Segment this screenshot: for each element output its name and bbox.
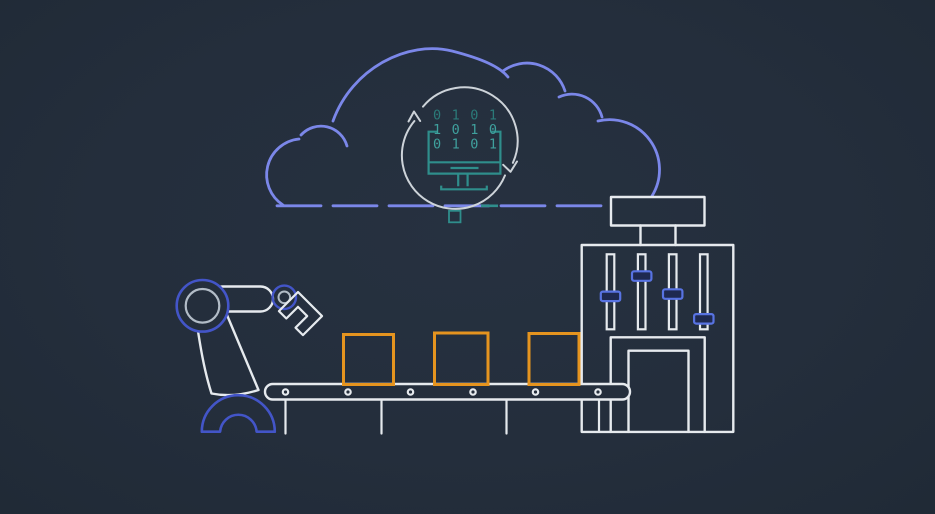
conveyor-roller <box>406 388 415 396</box>
cloud-bump-far-right <box>596 118 661 198</box>
binary-row-3: 0101 <box>433 136 508 152</box>
cloud-bump-left-mid <box>299 124 349 148</box>
data-node-square-icon <box>448 209 462 224</box>
binary-row-2: 1010 <box>433 122 508 138</box>
conveyor <box>263 382 632 435</box>
conveyor-roller <box>281 388 290 396</box>
monitor-stand <box>457 173 469 187</box>
robot-wrist-joint-inner <box>277 290 292 305</box>
robot-lower-arm <box>194 313 260 397</box>
monitor-base <box>440 185 488 191</box>
conveyor-roller <box>344 388 352 396</box>
binary-row-1: 0101 <box>433 107 508 123</box>
slider-handle-3 <box>661 288 684 300</box>
robot-shoulder-joint <box>175 278 230 333</box>
conveyor-boxes <box>342 331 581 386</box>
robot-gripper <box>277 290 324 337</box>
cloud-bump-right <box>557 92 604 119</box>
sync-arc-top <box>422 86 519 164</box>
conveyor-roller <box>469 388 477 396</box>
conveyor-roller <box>531 388 540 396</box>
factory-body <box>580 243 735 434</box>
slider-handle-4 <box>692 313 715 325</box>
box-3 <box>527 332 581 386</box>
robot-base <box>200 393 277 433</box>
conveyor-belt <box>263 382 632 401</box>
slider-handle-2 <box>630 270 653 282</box>
robot-arm <box>175 278 324 433</box>
factory-building <box>580 195 735 434</box>
sync-arrow-down-icon <box>502 160 518 173</box>
conveyor-roller <box>594 388 602 396</box>
sync-arrow-up-icon <box>407 110 422 123</box>
slider-track-2 <box>636 253 647 331</box>
sync-arrows-icon <box>400 86 519 210</box>
box-2 <box>433 331 490 386</box>
factory-sign <box>609 195 706 227</box>
monitor-icon: 0101 1010 0101 <box>427 107 508 191</box>
cloud-outline <box>265 47 661 224</box>
slider-track-4 <box>698 253 709 331</box>
sync-arc-bottom <box>400 120 506 210</box>
cloud-bump-top <box>331 47 510 123</box>
robot-wrist-joint <box>271 284 298 311</box>
factory-door <box>627 349 690 434</box>
monitor-frame <box>427 130 502 175</box>
robot-shoulder-joint-inner <box>184 287 221 324</box>
slider-handle-1 <box>599 290 622 303</box>
cloud-bump-left <box>265 137 301 207</box>
box-1 <box>342 333 395 386</box>
factory-neck <box>639 224 677 247</box>
cloud-bump-right-mid <box>501 61 567 93</box>
